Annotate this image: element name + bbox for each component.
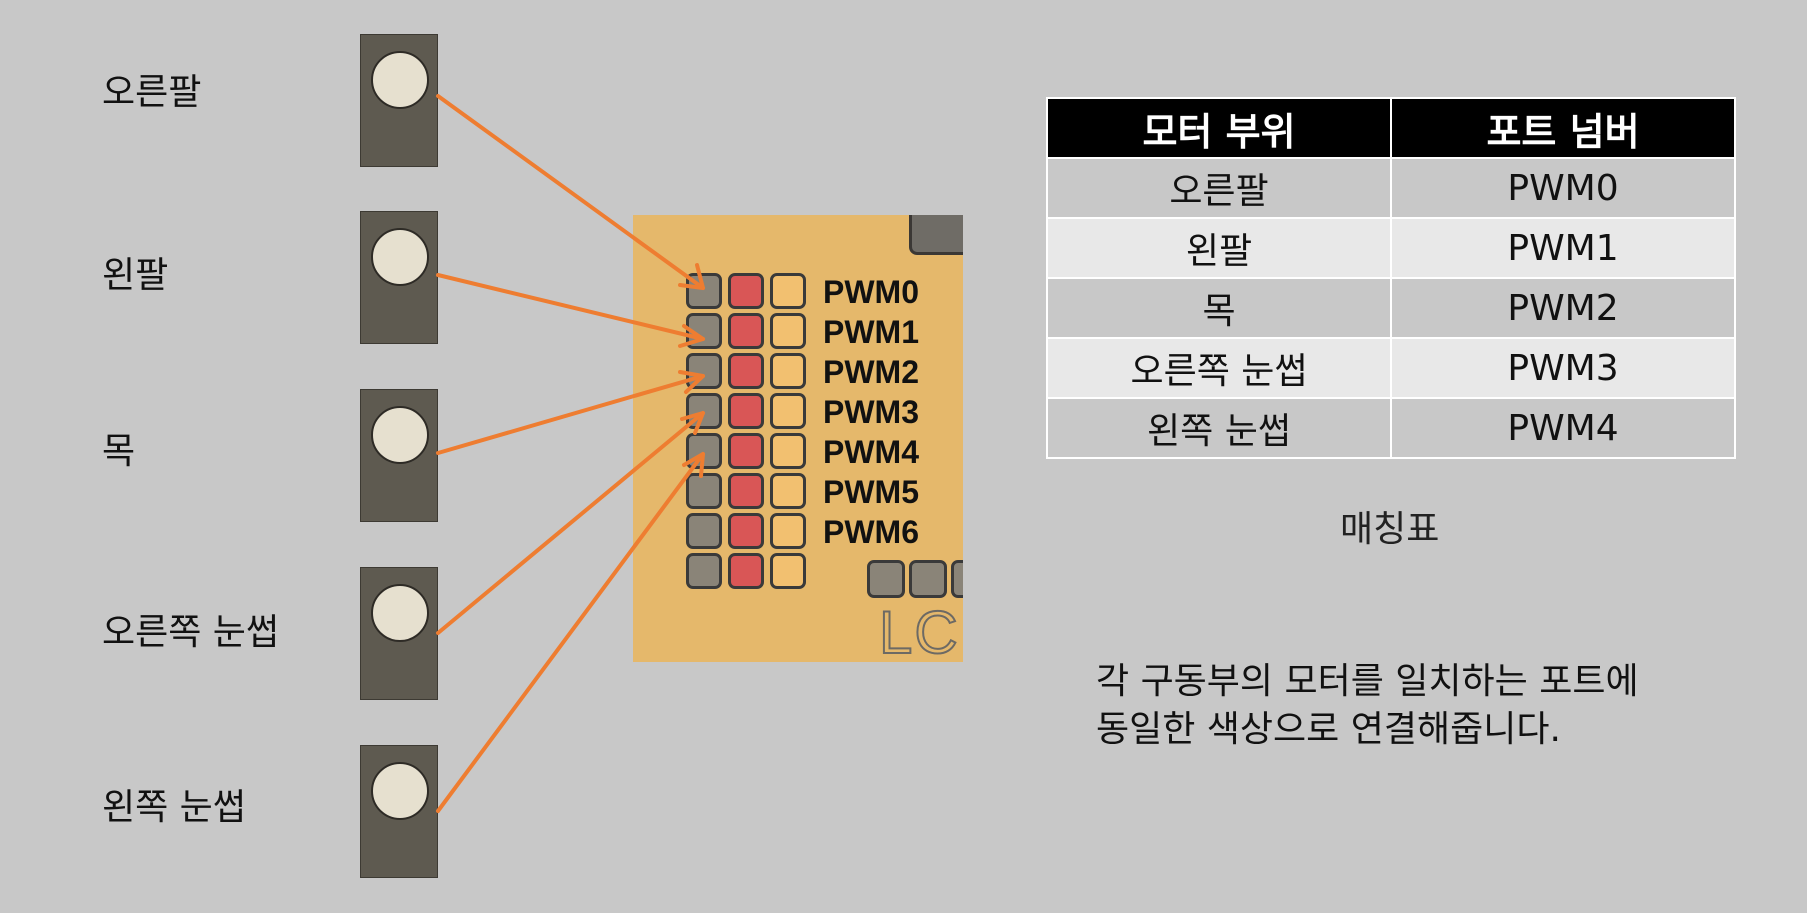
- pwm-label: PWM4: [823, 434, 919, 470]
- arrow-neck-to-pwm2: [436, 370, 705, 455]
- controller-board: PWM0 PWM1 PWM2 PWM3 PWM4 PWM5 PWM6 LCD: [633, 215, 963, 662]
- power-pin: [728, 313, 764, 349]
- servo-motor-neck: [360, 389, 438, 522]
- servo-horn-icon: [371, 228, 429, 286]
- table-row: 목 PWM2: [1046, 277, 1736, 339]
- board-chip: [909, 215, 963, 255]
- power-pin: [728, 273, 764, 309]
- motor-label-neck: 목: [102, 431, 136, 472]
- table-cell-motor: 목: [1046, 277, 1392, 339]
- pwm-label: PWM2: [823, 354, 919, 390]
- instruction-text: 각 구동부의 모터를 일치하는 포트에 동일한 색상으로 연결해줍니다.: [1096, 658, 1796, 754]
- ground-pin: [686, 513, 722, 549]
- table-cell-motor: 왼쪽 눈썹: [1046, 397, 1392, 459]
- table-row: 왼쪽 눈썹 PWM4: [1046, 397, 1736, 459]
- signal-pin: [770, 393, 806, 429]
- table-caption: 매칭표: [1340, 509, 1440, 550]
- motor-label-right-arm: 오른팔: [102, 72, 202, 113]
- column-header-motor-part: 모터 부위: [1046, 97, 1392, 159]
- pwm-label: PWM5: [823, 474, 919, 510]
- table-cell-port: PWM1: [1390, 217, 1736, 279]
- instruction-line: 동일한 색상으로 연결해줍니다.: [1096, 709, 1561, 750]
- servo-horn-icon: [371, 584, 429, 642]
- motor-label-left-arm: 왼팔: [102, 255, 169, 296]
- column-header-port-number: 포트 넘버: [1390, 97, 1736, 159]
- signal-pin: [770, 313, 806, 349]
- table-cell-port: PWM2: [1390, 277, 1736, 339]
- arrow-right-eyebrow-to-pwm3: [436, 411, 705, 635]
- lcd-pin: [867, 560, 905, 598]
- matching-table: 모터 부위 포트 넘버 오른팔 PWM0 왼팔 PWM1 목 PWM2 오른쪽 …: [1046, 97, 1736, 459]
- pwm-label: PWM6: [823, 514, 919, 550]
- table-row: 오른팔 PWM0: [1046, 157, 1736, 219]
- power-pin: [728, 513, 764, 549]
- pwm-label: PWM3: [823, 394, 919, 430]
- table-row: 오른쪽 눈썹 PWM3: [1046, 337, 1736, 399]
- table-cell-motor: 오른팔: [1046, 157, 1392, 219]
- servo-horn-icon: [371, 762, 429, 820]
- power-pin: [728, 353, 764, 389]
- table-cell-port: PWM4: [1390, 397, 1736, 459]
- servo-motor-right-eyebrow: [360, 567, 438, 700]
- arrow-left-eyebrow-to-pwm4: [436, 452, 705, 813]
- motor-label-right-eyebrow: 오른쪽 눈썹: [102, 612, 280, 653]
- ground-pin: [686, 473, 722, 509]
- servo-horn-icon: [371, 406, 429, 464]
- table-header-row: 모터 부위 포트 넘버: [1046, 97, 1736, 159]
- arrow-left-arm-to-pwm1: [436, 273, 705, 348]
- pwm-label: PWM0: [823, 274, 919, 310]
- pwm-label: PWM1: [823, 314, 919, 350]
- power-pin: [728, 433, 764, 469]
- table-cell-motor: 오른쪽 눈썹: [1046, 337, 1392, 399]
- signal-pin: [770, 273, 806, 309]
- lcd-pin: [909, 560, 947, 598]
- instruction-line: 각 구동부의 모터를 일치하는 포트에: [1096, 661, 1639, 702]
- servo-motor-left-eyebrow: [360, 745, 438, 878]
- signal-pin: [770, 353, 806, 389]
- signal-pin: [770, 473, 806, 509]
- arrow-right-arm-to-pwm0: [436, 94, 705, 290]
- table-row: 왼팔 PWM1: [1046, 217, 1736, 279]
- ground-pin: [686, 553, 722, 589]
- signal-pin: [770, 553, 806, 589]
- servo-motor-right-arm: [360, 34, 438, 167]
- power-pin: [728, 553, 764, 589]
- power-pin: [728, 393, 764, 429]
- signal-pin: [770, 433, 806, 469]
- servo-motor-left-arm: [360, 211, 438, 344]
- table-cell-port: PWM3: [1390, 337, 1736, 399]
- motor-label-left-eyebrow: 왼쪽 눈썹: [102, 787, 246, 828]
- power-pin: [728, 473, 764, 509]
- signal-pin: [770, 513, 806, 549]
- table-cell-port: PWM0: [1390, 157, 1736, 219]
- table-cell-motor: 왼팔: [1046, 217, 1392, 279]
- ground-pin: [686, 353, 722, 389]
- lcd-label: LCD: [878, 599, 963, 663]
- lcd-pin: [951, 560, 963, 598]
- servo-horn-icon: [371, 51, 429, 109]
